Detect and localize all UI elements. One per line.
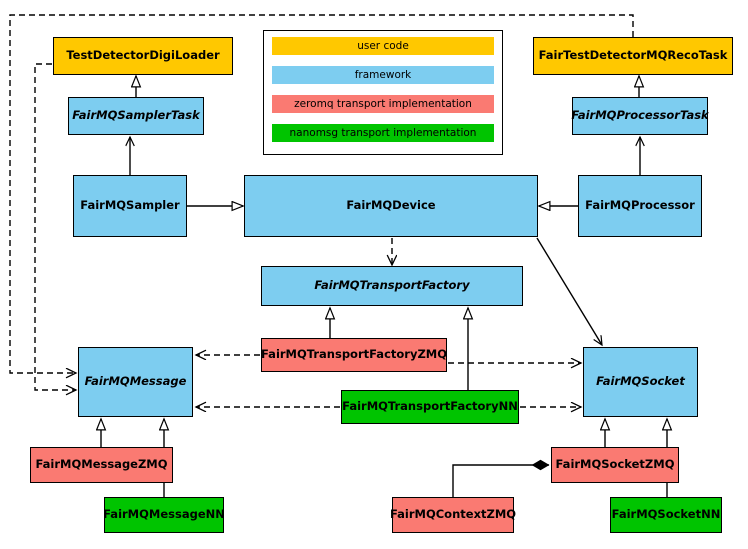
legend-label-zeromq: zeromq transport implementation <box>294 98 472 110</box>
class-node-fairmqmessage[interactable]: FairMQMessage <box>78 347 193 417</box>
edge-device-socket <box>536 237 602 345</box>
class-node-fairmqtransportfactory[interactable]: FairMQTransportFactory <box>261 266 523 306</box>
class-node-fairmqtransportfactorynn[interactable]: FairMQTransportFactoryNN <box>341 390 519 424</box>
edge-digiloader-message <box>34 63 76 390</box>
legend-item-framework: framework <box>272 66 494 84</box>
legend-item-nanomsg: nanomsg transport implementation <box>272 124 494 142</box>
class-node-testdetectordigiloader[interactable]: TestDetectorDigiLoader <box>53 37 233 75</box>
legend-label-nanomsg: nanomsg transport implementation <box>289 127 477 139</box>
legend-label-user-code: user code <box>357 40 409 52</box>
class-label-fairmqcontextzmq: FairMQContextZMQ <box>389 507 517 522</box>
class-node-fairmqsocketnn[interactable]: FairMQSocketNN <box>610 497 722 533</box>
class-node-fairmqsampler[interactable]: FairMQSampler <box>73 175 187 237</box>
legend-item-zeromq: zeromq transport implementation <box>272 95 494 113</box>
class-label-fairmqprocessor: FairMQProcessor <box>585 198 695 213</box>
class-node-fairmqprocessortask[interactable]: FairMQProcessorTask <box>571 97 709 135</box>
class-label-fairmqsamplertask: FairMQSamplerTask <box>72 108 200 123</box>
class-node-fairmqsamplertask[interactable]: FairMQSamplerTask <box>68 97 204 135</box>
class-label-testdetectordigiloader: TestDetectorDigiLoader <box>66 48 220 63</box>
class-label-fairmqtransportfactorynn: FairMQTransportFactoryNN <box>342 399 518 414</box>
class-node-fairmqdevice[interactable]: FairMQDevice <box>244 175 538 237</box>
class-label-fairmqsocketzmq: FairMQSocketZMQ <box>555 457 675 472</box>
class-label-fairmqtransportfactory: FairMQTransportFactory <box>314 278 470 293</box>
edge-recotask-message <box>9 14 634 373</box>
legend-item-user-code: user code <box>272 37 494 55</box>
class-label-fairmqprocessortask: FairMQProcessorTask <box>571 108 709 123</box>
class-label-fairmqsocketnn: FairMQSocketNN <box>611 507 721 522</box>
class-label-fairmqsampler: FairMQSampler <box>80 198 180 213</box>
class-label-fairmqdevice: FairMQDevice <box>346 198 436 213</box>
class-node-fairmqcontextzmq[interactable]: FairMQContextZMQ <box>389 497 517 533</box>
class-label-fairmqmessagezmq: FairMQMessageZMQ <box>35 457 168 472</box>
class-node-fairmqsocket[interactable]: FairMQSocket <box>583 347 698 417</box>
class-label-fairmqmessage: FairMQMessage <box>84 374 187 389</box>
edge-contextzmq-socketzmq <box>452 465 549 497</box>
class-label-fairtestdetectormqrecotask: FairTestDetectorMQRecoTask <box>538 48 728 63</box>
class-node-fairtestdetectormqrecotask[interactable]: FairTestDetectorMQRecoTask <box>533 37 733 75</box>
class-node-fairmqmessagenn[interactable]: FairMQMessageNN <box>103 497 225 533</box>
class-label-fairmqtransportfactoryzmq: FairMQTransportFactoryZMQ <box>261 347 448 362</box>
legend-label-framework: framework <box>354 69 412 81</box>
class-node-fairmqtransportfactoryzmq[interactable]: FairMQTransportFactoryZMQ <box>261 338 447 372</box>
class-label-fairmqmessagenn: FairMQMessageNN <box>103 507 225 522</box>
class-label-fairmqsocket: FairMQSocket <box>596 374 685 389</box>
class-node-fairmqprocessor[interactable]: FairMQProcessor <box>578 175 702 237</box>
class-node-fairmqsocketzmq[interactable]: FairMQSocketZMQ <box>551 447 679 483</box>
class-node-fairmqmessagezmq[interactable]: FairMQMessageZMQ <box>30 447 173 483</box>
